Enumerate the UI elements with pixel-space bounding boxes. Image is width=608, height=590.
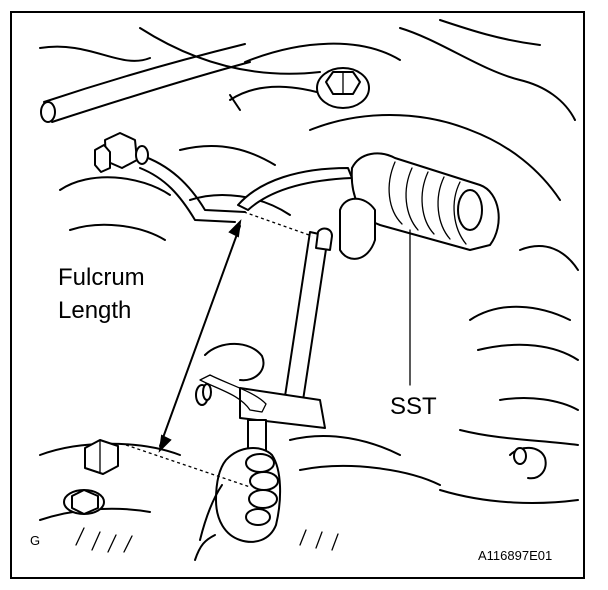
top-bolt	[316, 67, 370, 109]
fulcrum-arrow-top	[228, 219, 242, 238]
fulcrum-extension-top	[243, 211, 313, 237]
corner-letter: G	[30, 533, 40, 548]
figure-code: A116897E01	[478, 548, 552, 563]
figure-border	[10, 11, 585, 579]
sst-label: SST	[390, 393, 437, 420]
brake-line-fitting	[94, 132, 246, 223]
lower-left-bolt	[63, 439, 119, 515]
fulcrum-label-line1: Fulcrum	[58, 264, 145, 291]
fulcrum-label-line2: Length	[58, 297, 131, 324]
fulcrum-dimension-line	[159, 225, 241, 447]
hand	[194, 447, 282, 561]
fulcrum-dimension	[125, 211, 313, 488]
sst-tool	[199, 152, 500, 455]
small-fitting	[195, 383, 212, 406]
fulcrum-arrow-bottom	[158, 434, 172, 453]
engine-background	[39, 19, 579, 553]
fulcrum-extension-bottom	[125, 444, 251, 488]
